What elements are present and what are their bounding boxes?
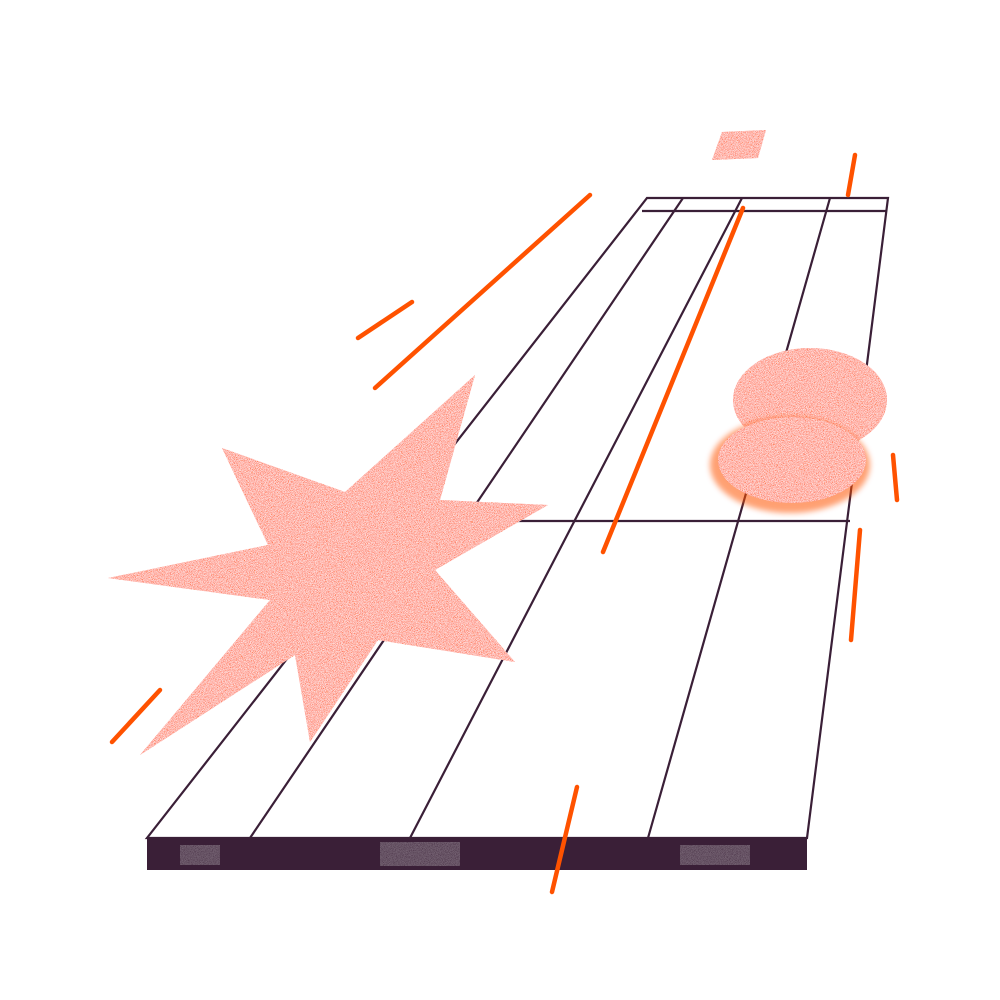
motion-line-icon — [355, 299, 415, 341]
motion-lines — [109, 152, 900, 895]
motion-line-icon — [600, 205, 746, 555]
motion-line-icon — [372, 192, 593, 391]
court-outline — [144, 196, 890, 840]
center-service-line — [409, 197, 743, 839]
far-marker-icon — [712, 130, 766, 160]
ball-motion-echo — [710, 417, 870, 513]
motion-line-icon — [109, 687, 163, 745]
motion-line-icon — [549, 784, 580, 895]
motion-line-icon — [848, 527, 863, 643]
motion-line-icon — [845, 152, 858, 198]
court-edge-texture — [180, 842, 750, 866]
impact-burst-icon — [108, 375, 548, 755]
motion-line-icon — [890, 452, 900, 503]
sideline-right-inner — [646, 197, 832, 839]
